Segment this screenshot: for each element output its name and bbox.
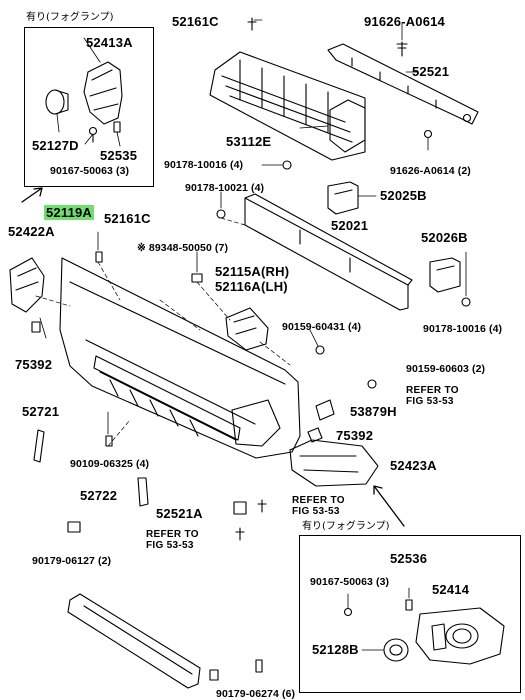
nut-icons xyxy=(216,160,471,389)
inset-fog-lamp-top xyxy=(24,27,154,187)
side-retainer-drawing xyxy=(225,307,269,351)
part-90178-10021[interactable]: 90178-10021 (4) xyxy=(185,182,265,194)
refer-left-line2: FIG 53-53 xyxy=(146,540,194,551)
part-52161c-mid[interactable]: 52161C xyxy=(104,211,151,226)
front-arrow xyxy=(21,187,43,203)
part-90178-10016-a[interactable]: 90178-10016 (4) xyxy=(164,159,244,171)
inset-bulb-drawing xyxy=(361,638,409,662)
part-52414[interactable]: 52414 xyxy=(432,582,470,597)
lower-clip-icons xyxy=(67,499,267,541)
clip-icons xyxy=(31,251,203,447)
part-52161c-top[interactable]: 52161C xyxy=(172,14,219,29)
upper-grille-drawing xyxy=(209,51,366,161)
fog-lamp-drawing xyxy=(415,607,505,665)
part-52722[interactable]: 52722 xyxy=(80,488,118,503)
part-52423a[interactable]: 52423A xyxy=(390,458,437,473)
refer-mid-line2: FIG 53-53 xyxy=(292,506,340,517)
front-bumper-cover-drawing xyxy=(59,257,301,459)
part-52025b[interactable]: 52025B xyxy=(380,188,427,203)
part-52127d[interactable]: 52127D xyxy=(32,138,79,153)
callout-arrow xyxy=(373,485,405,527)
inset-fog-lamp-bottom xyxy=(299,535,521,693)
part-90179-06127[interactable]: 90179-06127 (2) xyxy=(32,555,112,567)
refer-mid-line1: REFER TO xyxy=(292,495,345,506)
inset-screw-drawing-2 xyxy=(343,587,413,617)
part-91626-top[interactable]: 91626-A0614 xyxy=(364,14,445,29)
lower-spoiler-drawing xyxy=(67,593,263,689)
inset-header-top: 有り(フォグランプ) xyxy=(26,12,114,23)
refer-left-line1: REFER TO xyxy=(146,529,199,540)
part-52422a[interactable]: 52422A xyxy=(8,224,55,239)
part-90178-10016-b[interactable]: 90178-10016 (4) xyxy=(423,323,503,335)
part-52521a[interactable]: 52521A xyxy=(156,506,203,521)
part-52115a[interactable]: 52115A(RH) xyxy=(215,264,290,279)
part-90159-60431[interactable]: 90159-60431 (4) xyxy=(282,321,362,333)
fog-lamp-bulb-drawing xyxy=(45,89,69,115)
part-52721[interactable]: 52721 xyxy=(22,404,60,419)
part-52413a[interactable]: 52413A xyxy=(86,35,133,50)
inset-header-bottom: 有り(フォグランプ) xyxy=(302,521,390,532)
refer-right-line2: FIG 53-53 xyxy=(406,396,454,407)
part-90109-06325[interactable]: 90109-06325 (4) xyxy=(70,458,150,470)
part-52128b[interactable]: 52128B xyxy=(312,642,359,657)
part-90159-60603[interactable]: 90159-60603 (2) xyxy=(406,363,486,375)
bumper-reinforcement-drawing xyxy=(244,193,413,311)
reinforcement-bracket-drawing xyxy=(327,181,461,293)
assembly-guide-lines xyxy=(35,217,291,447)
part-53112e[interactable]: 53112E xyxy=(226,134,272,149)
part-52521[interactable]: 52521 xyxy=(412,64,450,79)
part-52026b[interactable]: 52026B xyxy=(421,230,468,245)
upper-bracket-drawing xyxy=(327,43,479,125)
part-52536[interactable]: 52536 xyxy=(390,551,428,566)
part-52021[interactable]: 52021 xyxy=(331,218,369,233)
part-52116a[interactable]: 52116A(LH) xyxy=(215,279,288,294)
part-52119a-highlighted[interactable]: 52119A xyxy=(44,205,95,220)
part-53879h[interactable]: 53879H xyxy=(350,404,397,419)
fog-lamp-bezel-drawing xyxy=(289,439,379,487)
part-90167-bottom[interactable]: 90167-50063 (3) xyxy=(310,576,390,588)
fog-lamp-cover-drawing xyxy=(83,61,123,125)
refer-right-line1: REFER TO xyxy=(406,385,459,396)
part-75392-left[interactable]: 75392 xyxy=(15,357,53,372)
part-90179-06274[interactable]: 90179-06274 (6) xyxy=(216,688,296,700)
part-52535[interactable]: 52535 xyxy=(100,148,138,163)
lower-molding-drawing xyxy=(33,429,149,507)
bolt-icon-top xyxy=(247,17,408,57)
part-75392-right[interactable]: 75392 xyxy=(336,428,374,443)
side-bracket-drawing xyxy=(9,257,45,313)
part-89348[interactable]: ※ 89348-50050 (7) xyxy=(137,242,229,254)
part-91626-mid[interactable]: 91626-A0614 (2) xyxy=(390,165,471,177)
part-90167-top[interactable]: 90167-50063 (3) xyxy=(50,165,130,177)
